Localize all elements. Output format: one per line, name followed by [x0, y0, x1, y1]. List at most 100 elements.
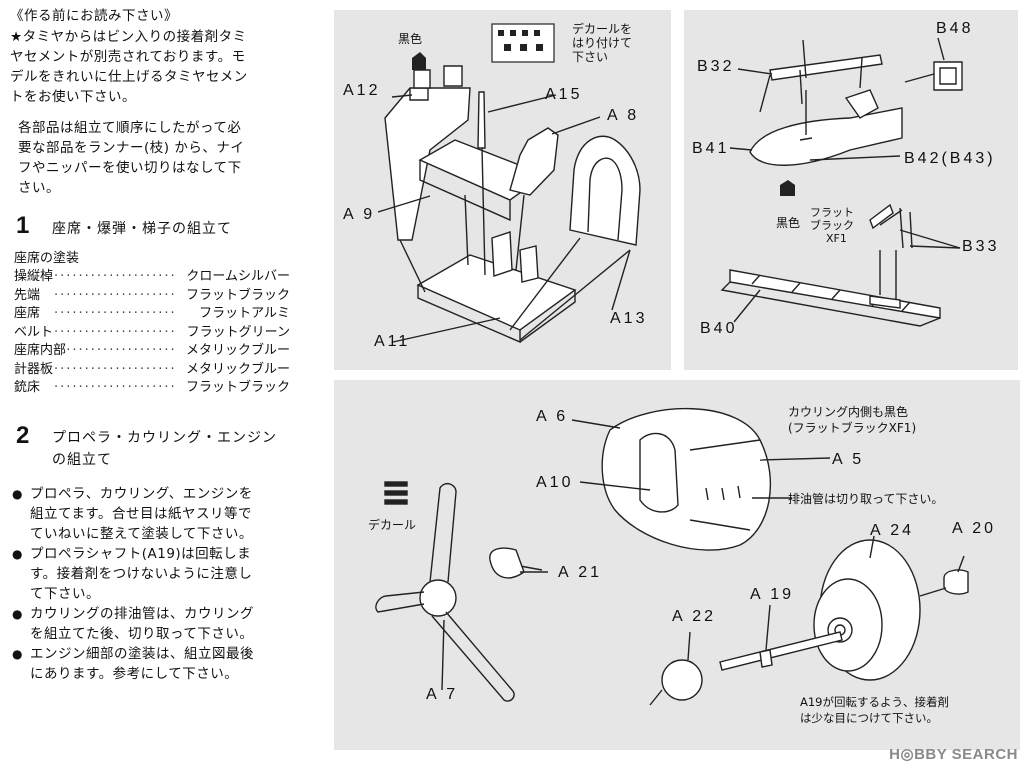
bullet-icon: ●	[12, 487, 23, 501]
note-line: A19が回転するよう、接着剤	[800, 695, 949, 709]
intro-body: ★タミヤからはビン入りの接着剤タミ ヤセメントが別売されております。モ デルをき…	[10, 27, 248, 107]
leader-dots: ·························	[54, 287, 174, 303]
paint-color: フラットブラック	[185, 380, 290, 395]
part-label-a21: A 21	[558, 564, 603, 581]
decal-note-line: 下さい	[572, 50, 609, 64]
note-line: カウリング内側も黒色	[788, 405, 909, 419]
note-line: を組立てた後、切り取って下さい。	[30, 626, 254, 642]
note-line: す。接着剤をつけないように注意し	[30, 566, 253, 582]
watermark: H◎BBY SEARCH	[889, 746, 1018, 763]
paint-part: 先端	[14, 287, 41, 303]
note-line: カウリングの排油管は、カウリング	[30, 606, 254, 622]
part-label-b33: B33	[962, 238, 1000, 255]
note-line: 組立てます。合せ目は紙ヤスリ等で	[30, 506, 252, 522]
note: ● プロペラ、カウリング、エンジンを 組立てます。合せ目は紙ヤスリ等で ていねい…	[12, 484, 254, 544]
paint-row: 座席 ························· フラットアルミ	[14, 305, 290, 324]
paint-row: ベルト·························フラットグリーン	[14, 324, 290, 343]
paint-color: フラットグリーン	[186, 324, 290, 340]
paint-row: 操縦棹·························クロームシルバー	[14, 268, 290, 287]
note-line: にあります。参考にして下さい。	[30, 666, 239, 682]
leader-dots: ·························	[54, 324, 174, 340]
note-line: ブラック	[810, 219, 854, 232]
step2-notes: ● プロペラ、カウリング、エンジンを 組立てます。合せ目は紙ヤスリ等で ていねい…	[12, 484, 254, 684]
part-label-a12: A12	[343, 82, 381, 99]
step1-paint-title: 座席の塗装	[14, 251, 80, 266]
paint-drop-icon	[412, 52, 426, 70]
intro-body-2: 各部品は組立て順序にしたがって必 要な部品をランナー(枝) から、ナイ フやニッ…	[18, 118, 244, 198]
paint-row: 座席内部·························メタリックブルー	[14, 342, 290, 361]
decal-note-line: はり付けて	[572, 36, 633, 50]
note: ● カウリングの排油管は、カウリング を組立てた後、切り取って下さい。	[12, 604, 254, 644]
note-line: て下さい。	[30, 586, 100, 602]
intro-title: 《作る前にお読み下さい》	[10, 8, 178, 24]
paint-part: 計器板	[14, 361, 54, 377]
part-label-a11: A11	[374, 333, 411, 350]
part-label-a7: A 7	[426, 686, 459, 703]
part-label-b42: B42(B43)	[904, 150, 996, 167]
paint-color: クロームシルバー	[186, 269, 290, 284]
part-label-a10: A10	[536, 474, 574, 491]
note-line: XF1	[826, 232, 847, 245]
part-label-a15: A15	[545, 86, 583, 103]
part-label-a9: A 9	[343, 206, 376, 223]
paint-part: 座席	[14, 306, 41, 321]
part-label-b48: B48	[936, 20, 974, 37]
paint-color: フラットブラック	[185, 287, 290, 303]
part-label-b32: B32	[697, 58, 735, 75]
cowling-note: カウリング内側も黒色 (フラットブラックXF1)	[788, 404, 916, 436]
leader-dots: ·························	[54, 361, 174, 377]
intro-line: ヤセメントが別売されております。モ	[10, 49, 246, 65]
part-label-a19: A 19	[750, 586, 795, 603]
step1-title: 座席・爆弾・梯子の組立て	[52, 221, 232, 237]
part-label-a8: A 8	[607, 107, 640, 124]
step2-title-line: の組立て	[52, 452, 112, 468]
part-label-a22: A 22	[672, 608, 717, 625]
decal-label: デカール	[368, 518, 417, 532]
paint-color: メタリックブルー	[185, 343, 290, 358]
note: ● プロペラシャフト(A19)は回転しま す。接着剤をつけないように注意し て下…	[12, 544, 254, 604]
part-label-a20: A 20	[952, 520, 997, 537]
paint-part: 銃床	[14, 380, 41, 395]
paint-row: 銃床 ························· フラットブラック	[14, 379, 290, 398]
bullet-icon: ●	[12, 547, 23, 561]
leader-dots: ·························	[54, 380, 174, 395]
step1-number: 1	[16, 212, 30, 239]
paint-color: メタリックブルー	[185, 361, 290, 377]
part-label-a13: A13	[610, 310, 648, 327]
intro-line: 各部品は組立て順序にしたがって必	[18, 120, 242, 136]
step2-title-line: プロペラ・カウリング・エンジン	[52, 430, 277, 446]
leader-dots: ·························	[54, 269, 174, 284]
intro-line: ★タミヤからはビン入りの接着剤タミ	[10, 29, 247, 45]
intro-line: フやニッパーを使い切りはなして下	[18, 160, 242, 176]
note-line: (フラットブラックXF1)	[788, 421, 917, 435]
intro-line: デルをきれいに仕上げるタミヤセメン	[10, 69, 248, 85]
part-label-b41: B41	[692, 140, 730, 157]
note-line: プロペラシャフト(A19)は回転しま	[30, 546, 252, 562]
part-label-a24: A 24	[870, 522, 915, 539]
note-line: は少な目につけて下さい。	[800, 711, 938, 725]
intro-line: トをお使い下さい。	[10, 89, 136, 105]
paint-drop-icon	[780, 180, 795, 196]
step2-title: プロペラ・カウリング・エンジン の組立て	[52, 427, 277, 471]
paint-row: 先端 ························· フラットブラック	[14, 287, 290, 306]
part-label-b40: B40	[700, 320, 738, 337]
black-label: 黒色	[398, 32, 423, 46]
decal-note: デカールをはり付けて下さい	[572, 22, 632, 64]
note-line: ていねいに整えて塗装して下さい。	[30, 526, 253, 542]
exhaust-note: 排油管は切り取って下さい。	[788, 492, 944, 506]
intro-line: 要な部品をランナー(枝) から、ナイ	[18, 140, 245, 156]
note-line: エンジン細部の塗装は、組立図最後	[30, 646, 254, 662]
leader-dots: ·························	[54, 306, 174, 321]
paint-table: 操縦棹·························クロームシルバー 先端·…	[14, 268, 290, 398]
paint-part: 座席内部	[14, 343, 67, 358]
note: ● エンジン細部の塗装は、組立図最後 にあります。参考にして下さい。	[12, 644, 254, 684]
step2-number: 2	[16, 422, 30, 449]
intro-line: さい。	[18, 180, 60, 196]
part-label-a5: A 5	[832, 451, 865, 468]
paint-color: フラットアルミ	[199, 306, 290, 321]
note-line: フラット	[810, 206, 854, 219]
